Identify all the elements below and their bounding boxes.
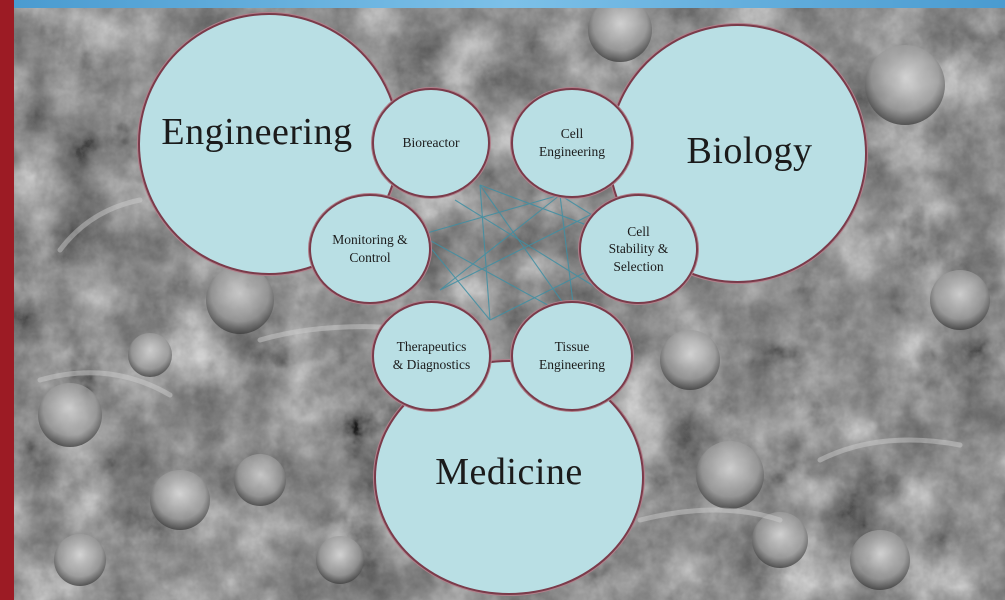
left-accent-bar [0, 0, 14, 600]
cell-engineering-circle: Cell Engineering [513, 90, 631, 196]
tissue-engineering-circle: Tissue Engineering [513, 303, 631, 409]
engineering-label: Engineering [161, 110, 352, 154]
therapeutics-diagnostics-circle: Therapeutics & Diagnostics [374, 303, 489, 409]
therapeutics-label-line2: & Diagnostics [393, 356, 471, 374]
cell-engineering-label-line1: Cell [539, 125, 605, 143]
bioreactor-circle: Bioreactor [374, 90, 488, 196]
monitoring-label-line1: Monitoring & [332, 231, 407, 249]
cell-engineering-label-line2: Engineering [539, 143, 605, 161]
top-accent-strip [14, 0, 1005, 8]
therapeutics-label-line1: Therapeutics [393, 338, 471, 356]
tissue-engineering-label-line1: Tissue [539, 338, 605, 356]
bioreactor-label: Bioreactor [403, 134, 460, 152]
tissue-engineering-label-line2: Engineering [539, 356, 605, 374]
medicine-label: Medicine [435, 450, 583, 494]
cell-stability-label-line2: Stability & [609, 240, 669, 258]
cell-stability-label-line3: Selection [609, 258, 669, 276]
monitoring-control-circle: Monitoring & Control [311, 196, 429, 302]
cell-stability-circle: Cell Stability & Selection [581, 196, 696, 302]
monitoring-label-line2: Control [332, 249, 407, 267]
biology-label: Biology [687, 129, 813, 173]
cell-stability-label-line1: Cell [609, 223, 669, 241]
